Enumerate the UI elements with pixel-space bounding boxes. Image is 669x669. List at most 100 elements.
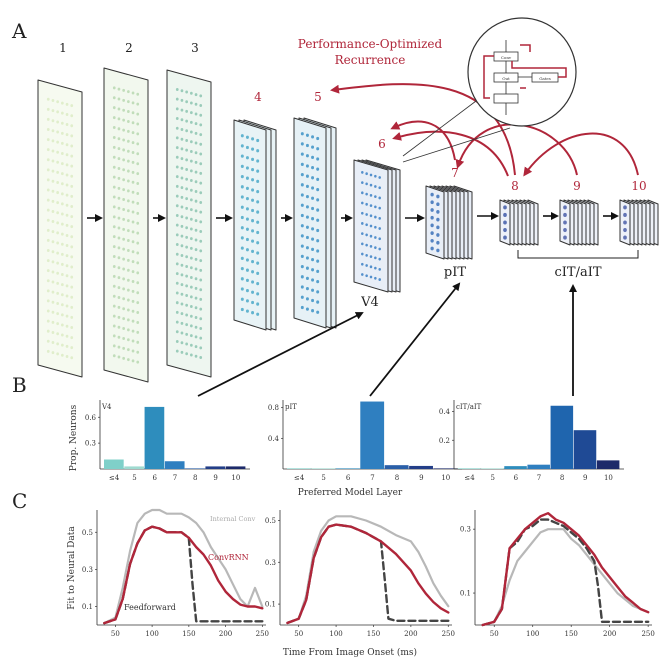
unit-dot	[46, 319, 50, 323]
unit-dot	[185, 129, 189, 133]
unit-dot	[180, 157, 184, 161]
y-tick-label: 0.1	[460, 590, 471, 598]
unit-dot	[136, 172, 140, 176]
unit-dot	[175, 252, 179, 256]
unit-dot	[194, 189, 198, 193]
unit-dot	[300, 152, 304, 156]
y-tick-label: 0.3	[82, 566, 93, 574]
unit-dot	[60, 232, 64, 236]
y-tick-label: 0.2	[439, 437, 450, 445]
unit-dot	[369, 234, 373, 238]
unit-dot	[117, 276, 121, 280]
bar-6	[225, 466, 246, 469]
unit-dot	[251, 280, 255, 284]
unit-dot	[189, 237, 193, 241]
unit-dot	[185, 235, 189, 239]
recurrence-arrow-8-to-6	[392, 130, 509, 177]
unit-dot	[256, 210, 260, 214]
unit-dot	[251, 259, 255, 264]
layer-stack-7	[425, 185, 473, 260]
unit-dot	[623, 212, 627, 218]
x-tick-label: 8	[560, 474, 564, 482]
unit-dot	[623, 205, 627, 210]
unit-dot	[112, 225, 116, 229]
unit-dot	[316, 279, 320, 284]
unit-dot	[189, 188, 193, 192]
unit-dot	[46, 198, 50, 202]
unit-dot	[131, 250, 135, 254]
bar-0	[458, 468, 481, 469]
unit-dot	[65, 163, 69, 167]
feature-map	[166, 69, 212, 378]
unit-dot	[46, 228, 50, 232]
layer-stack-5	[293, 117, 337, 329]
unit-dot	[436, 217, 440, 222]
unit-dot	[185, 100, 189, 104]
unit-dot	[378, 237, 381, 241]
unit-dot	[175, 146, 179, 150]
unit-dot	[436, 194, 440, 199]
unit-dot	[305, 297, 309, 301]
unit-dot	[194, 335, 198, 339]
unit-dot	[126, 179, 130, 183]
unit-dot	[51, 310, 55, 314]
unit-dot	[185, 148, 189, 152]
unit-dot	[65, 102, 69, 106]
unit-dot	[70, 114, 74, 118]
unit-dot	[194, 238, 198, 242]
layer-number-1: 1	[59, 41, 67, 55]
unit-dot	[185, 206, 189, 210]
unit-dot	[300, 254, 304, 259]
unit-dot	[112, 96, 116, 100]
unit-dot	[112, 344, 116, 348]
x-tick-label: 6	[514, 474, 519, 482]
unit-dot	[430, 231, 434, 235]
unit-dot	[56, 271, 60, 275]
unit-dot	[117, 335, 121, 339]
unit-dot	[126, 338, 130, 342]
x-tick-label: 8	[395, 474, 399, 482]
unit-dot	[60, 283, 64, 287]
unit-dot	[369, 245, 373, 248]
unit-dot	[46, 299, 50, 303]
unit-dot	[185, 90, 189, 94]
unit-dot	[194, 257, 198, 261]
feature-map	[293, 117, 327, 329]
x-tick-label: 7	[537, 474, 541, 482]
unit-dot	[51, 139, 55, 143]
unit-dot	[194, 112, 198, 116]
y-tick-label: 0.1	[82, 603, 93, 611]
cell-label-gates: Gates	[539, 76, 551, 81]
x-tick-label: 50	[490, 630, 499, 638]
x-tick-label: 5	[132, 474, 136, 482]
unit-dot	[374, 205, 377, 209]
series-convrnn	[481, 512, 650, 627]
unit-dot	[189, 198, 193, 202]
unit-dot	[112, 155, 116, 159]
unit-dot	[131, 101, 135, 105]
unit-dot	[180, 89, 184, 93]
unit-dot	[199, 346, 203, 350]
unit-dot	[122, 237, 126, 241]
unit-dot	[245, 278, 249, 283]
unit-dot	[185, 226, 189, 230]
unit-dot	[256, 302, 260, 306]
unit-dot	[316, 259, 320, 263]
unit-dot	[131, 141, 135, 145]
unit-dot	[65, 173, 69, 177]
unit-dot	[189, 343, 193, 347]
unit-dot	[56, 291, 60, 295]
unit-dot	[56, 241, 60, 245]
unit-dot	[136, 132, 140, 136]
cell-label-out: Out	[502, 76, 510, 81]
unit-dot	[60, 343, 64, 347]
unit-dot	[563, 212, 567, 218]
unit-dot	[251, 137, 255, 141]
y-tick-label: 0.3	[460, 526, 471, 534]
unit-dot	[117, 147, 121, 151]
unit-dot	[60, 182, 64, 186]
unit-dot	[180, 331, 184, 335]
unit-dot	[175, 320, 179, 324]
unit-dot	[175, 291, 179, 295]
unit-dot	[316, 290, 320, 294]
